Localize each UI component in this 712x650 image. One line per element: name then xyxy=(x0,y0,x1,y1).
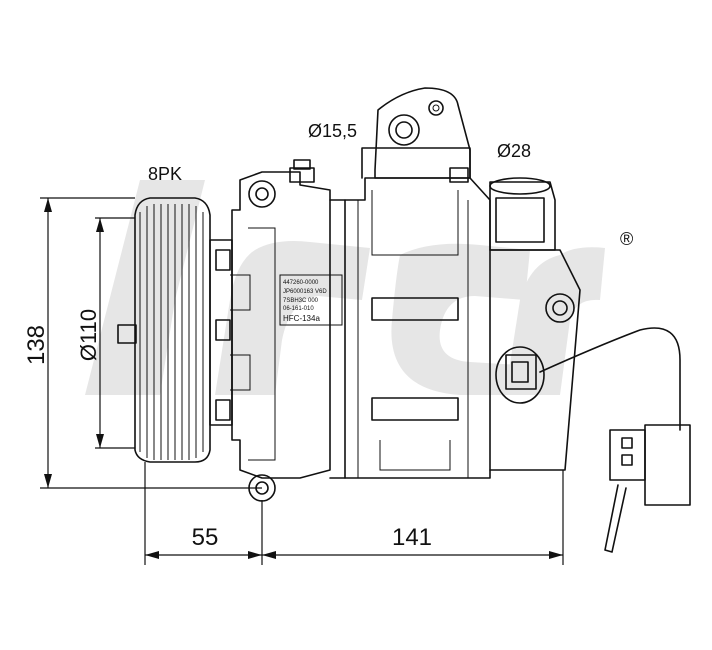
label-plate: 447260-0000 JP6000163 V6D 7SBH3C 000 06-… xyxy=(279,274,343,326)
dimension-pulley: Ø110 xyxy=(76,217,135,449)
port-small-label: Ø15,5 xyxy=(308,121,357,141)
dimension-depth-label: 55 xyxy=(192,524,219,551)
watermark-logo: ® xyxy=(85,180,633,395)
port-large-label: Ø28 xyxy=(497,141,531,161)
label-line-2: JP6000163 V6D xyxy=(283,289,327,295)
belt-type-label: 8PK xyxy=(148,164,182,184)
dimension-pulley-label: Ø110 xyxy=(76,309,101,361)
discharge-port xyxy=(489,177,581,471)
solenoid-connector xyxy=(495,327,691,553)
dimension-lengths: 55 141 xyxy=(144,462,564,565)
dimension-height-label: 138 xyxy=(23,325,50,365)
dimension-height: 138 xyxy=(23,197,262,489)
pulley xyxy=(117,197,233,463)
dimension-length-label: 141 xyxy=(392,524,432,551)
label-line-3: 7SBH3C 000 xyxy=(283,298,319,304)
label-refrigerant: HFC-134a xyxy=(283,314,320,323)
label-line-1: 447260-0000 xyxy=(283,280,319,286)
registered-mark: ® xyxy=(620,229,633,249)
label-line-4: 06-161-010 xyxy=(283,306,314,312)
suction-port-bracket xyxy=(374,87,471,183)
